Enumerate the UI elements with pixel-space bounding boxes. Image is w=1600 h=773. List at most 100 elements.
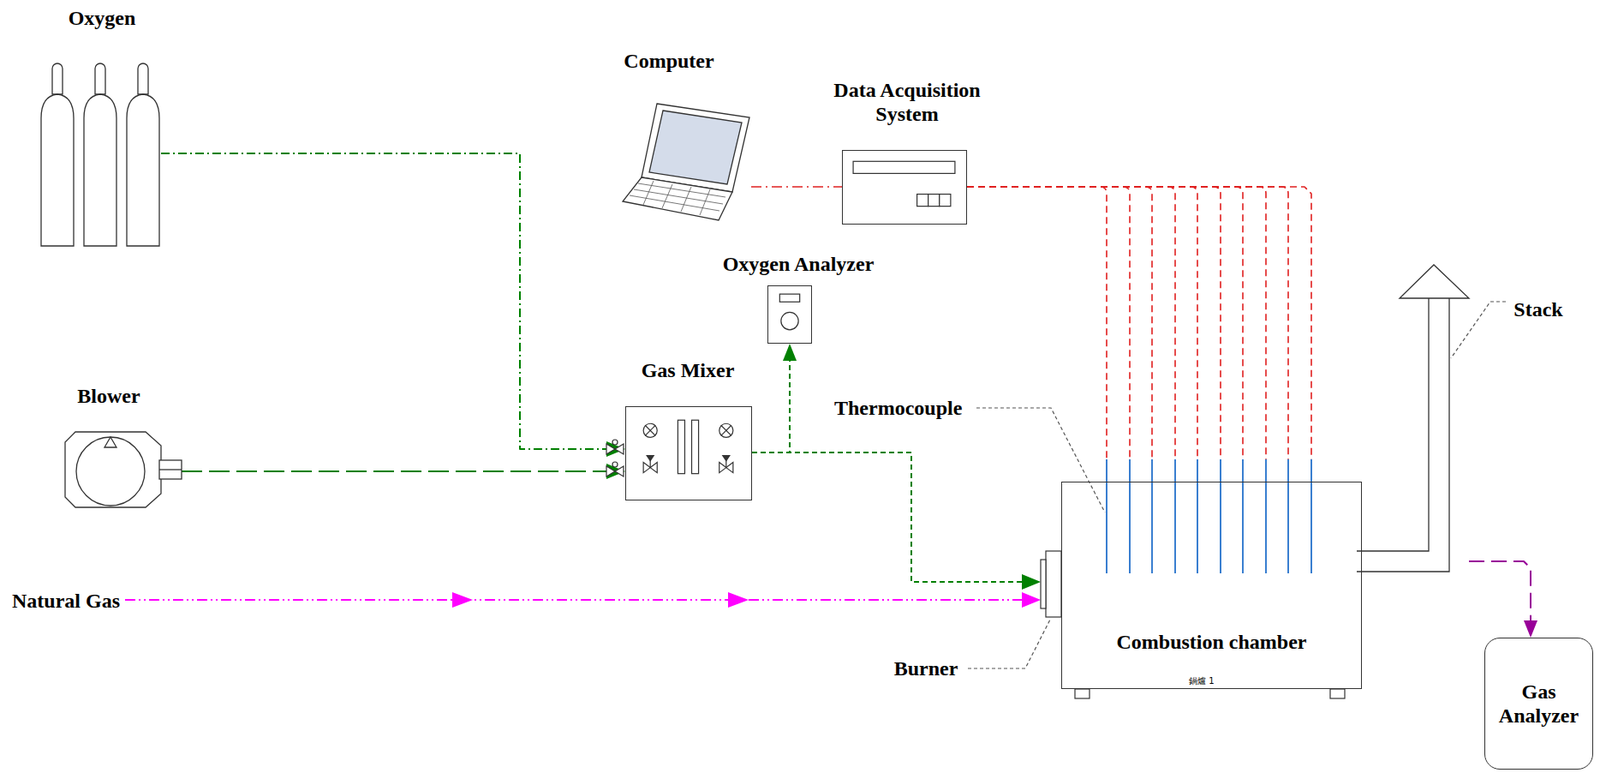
thermocouple-wire xyxy=(967,186,1176,460)
thermocouple-wire xyxy=(967,186,1221,460)
natural-gas-source: Natural Gas xyxy=(11,587,126,614)
thermocouple-probes-part xyxy=(1128,459,1131,574)
thermocouple-wire xyxy=(967,186,1130,460)
oxygen-cylinders-part xyxy=(83,94,117,246)
oxygen-cylinders-part xyxy=(41,94,74,246)
analyzer-panel-part xyxy=(781,311,799,329)
stack-pipe-part xyxy=(1399,264,1469,299)
node-label: Data Acquisition System xyxy=(808,77,1006,126)
inlet-valves-part xyxy=(606,465,615,477)
part-label: Thermocouple xyxy=(834,395,962,420)
connector-line xyxy=(161,153,615,449)
stack-pipe-part xyxy=(1356,298,1429,551)
mixer-panel-part xyxy=(722,455,730,461)
connector-line xyxy=(752,353,790,453)
burner: Burner xyxy=(1040,550,1062,617)
chamber-tag: 鍋爐 1 xyxy=(1188,674,1215,687)
laptop-icon-part-part xyxy=(629,195,720,211)
leader-lines-part xyxy=(1450,301,1506,359)
node-label: Oxygen Analyzer xyxy=(686,251,910,276)
mixer-panel-part xyxy=(692,419,699,473)
laptop-icon-part xyxy=(629,180,726,215)
flow-triangles xyxy=(452,591,749,608)
blower-symbol xyxy=(63,428,182,511)
analyzer-panel-part xyxy=(779,293,800,302)
connector-line xyxy=(752,452,1030,582)
laptop-icon-part-part xyxy=(699,189,711,215)
node-label: Natural Gas xyxy=(11,588,120,613)
thermocouple-wire xyxy=(967,186,1153,460)
mixer-panel-part xyxy=(644,424,656,436)
mixer-panel-part xyxy=(721,424,732,436)
flow-connector xyxy=(161,153,626,457)
analyzer-panel xyxy=(768,286,812,343)
stack: Stack xyxy=(1356,262,1469,572)
blower-symbol-part xyxy=(76,436,145,506)
thermocouple-probes-part xyxy=(1219,459,1222,574)
stack-pipe xyxy=(1356,262,1469,572)
daq-panel-part xyxy=(939,194,951,207)
mixer-panel-part xyxy=(719,423,734,437)
leader-lines-part xyxy=(967,619,1051,669)
burner-nozzle-part xyxy=(1045,550,1062,617)
inlet-valves-part xyxy=(614,443,624,454)
flow-connector xyxy=(967,186,1312,482)
chamber-feet-part xyxy=(1330,688,1345,699)
inlet-valves xyxy=(606,439,624,477)
laptop-icon-part-part xyxy=(643,180,654,205)
laptop-icon-part xyxy=(649,110,742,185)
oxygen-analyzer-box: Oxygen Analyzer xyxy=(767,285,812,344)
connector-line xyxy=(181,470,615,472)
oxygen-cylinders-part xyxy=(137,63,149,95)
chamber-feet-part xyxy=(1074,688,1090,699)
laptop-icon-part-part xyxy=(680,186,692,212)
node-label: Blower xyxy=(40,383,178,408)
thermocouple-probes-part xyxy=(1310,459,1313,574)
daq-panel xyxy=(842,150,967,224)
gas-analyzer-box: Gas Analyzer xyxy=(1484,637,1594,770)
node-label: Combustion chamber xyxy=(1067,629,1356,654)
flow-connector xyxy=(752,452,1041,590)
mixer-panel-part xyxy=(650,462,657,473)
flow-connector xyxy=(751,186,842,188)
daq-panel-part xyxy=(853,161,956,174)
mixer-panel-part xyxy=(719,462,727,473)
connector-line xyxy=(1468,561,1531,627)
thermocouple-probes-part xyxy=(1265,459,1267,574)
thermocouple-wire xyxy=(967,186,1266,460)
mixer-panel-part xyxy=(643,423,657,437)
node-label: Oxygen xyxy=(33,5,171,30)
mixer-panel xyxy=(626,406,752,500)
mixer-panel-part xyxy=(726,462,734,473)
mixer-panel-part xyxy=(677,419,685,473)
inlet-valves-part xyxy=(606,443,615,454)
leader-lines xyxy=(967,301,1506,669)
thermocouple-probes-part xyxy=(1241,459,1244,574)
connector-line xyxy=(967,186,1312,482)
laptop-icon-part xyxy=(641,103,750,192)
connector-line xyxy=(751,185,842,188)
oxygen-cylinders-part xyxy=(52,63,63,95)
flow-triangles-part xyxy=(452,591,473,608)
mixer-panel-part xyxy=(646,455,654,461)
arrow-head xyxy=(1523,620,1538,638)
flow-connector xyxy=(125,591,1041,608)
burner-nozzle-part xyxy=(1040,559,1046,609)
combustion-chamber: Combustion chamber xyxy=(1061,481,1362,689)
thermocouple-probes-part xyxy=(1287,459,1290,574)
burner-nozzle xyxy=(1040,550,1062,617)
leader-lines-part xyxy=(976,407,1105,513)
gas-mixer-box: Gas Mixer xyxy=(625,405,753,501)
mixer-panel-part xyxy=(643,462,651,473)
computer: Computer xyxy=(622,101,752,221)
thermocouple-wire xyxy=(967,186,1243,460)
arrow-head xyxy=(782,343,797,361)
thermocouple-wire xyxy=(967,186,1289,460)
blower: Blower xyxy=(63,428,182,511)
oxygen-supply: Oxygen xyxy=(41,68,162,246)
thermocouple-probes-part xyxy=(1196,459,1199,574)
thermocouple-probes-part xyxy=(1151,459,1153,574)
arrow-head xyxy=(1021,591,1041,608)
